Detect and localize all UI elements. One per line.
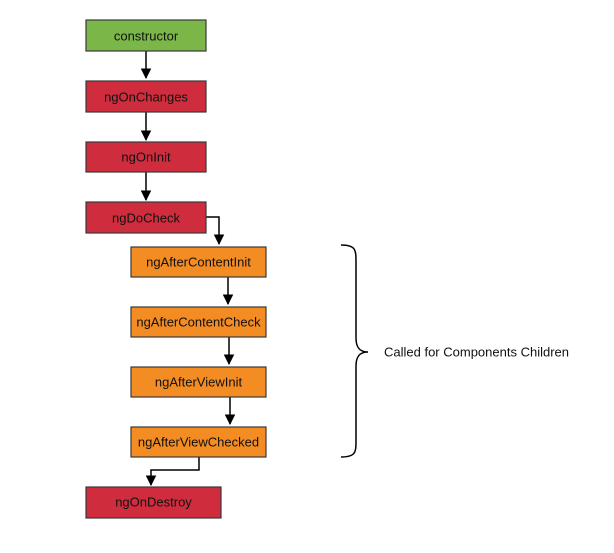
edge-layer (140, 51, 236, 487)
node-ngondestroy: ngOnDestroy (85, 486, 222, 519)
node-constructor: constructor (85, 19, 207, 52)
node-ngonchanges-box (85, 80, 207, 113)
children-group-brace (340, 244, 369, 458)
node-ngondestroy-label: ngOnDestroy (115, 495, 192, 510)
node-ngafterviewinit-label: ngAfterViewInit (155, 375, 243, 390)
node-ngaftercontentinit: ngAfterContentInit (130, 246, 267, 278)
edge-ngafterviewchecked-to-ngondestroy (145, 457, 200, 487)
node-ngaftercontentcheck-box (130, 306, 267, 338)
node-ngaftercontentcheck: ngAfterContentCheck (130, 306, 267, 338)
node-ngdocheck-box (85, 201, 207, 234)
node-constructor-label: constructor (114, 29, 179, 44)
node-ngafterviewchecked-label: ngAfterViewChecked (138, 435, 259, 450)
node-ngonchanges-label: ngOnChanges (104, 90, 188, 105)
node-ngafterviewchecked: ngAfterViewChecked (130, 426, 267, 458)
node-ngaftercontentinit-box (130, 246, 267, 278)
edge-ngdocheck-to-ngaftercontentinit (206, 216, 225, 246)
node-ngafterviewinit: ngAfterViewInit (130, 366, 267, 398)
node-ngaftercontentcheck-label: ngAfterContentCheck (136, 315, 261, 330)
node-ngaftercontentinit-label: ngAfterContentInit (146, 255, 251, 270)
node-ngafterviewchecked-box (130, 426, 267, 458)
children-group-annotation: Called for Components Children (384, 345, 569, 360)
node-ngoninit-label: ngOnInit (121, 150, 171, 165)
node-ngonchanges: ngOnChanges (85, 80, 207, 113)
node-ngdocheck-label: ngDoCheck (112, 211, 180, 226)
node-constructor-box (85, 19, 207, 52)
node-ngafterviewinit-box (130, 366, 267, 398)
node-ngoninit-box (85, 141, 207, 173)
node-ngdocheck: ngDoCheck (85, 201, 207, 234)
node-ngondestroy-box (85, 486, 222, 519)
node-ngoninit: ngOnInit (85, 141, 207, 173)
